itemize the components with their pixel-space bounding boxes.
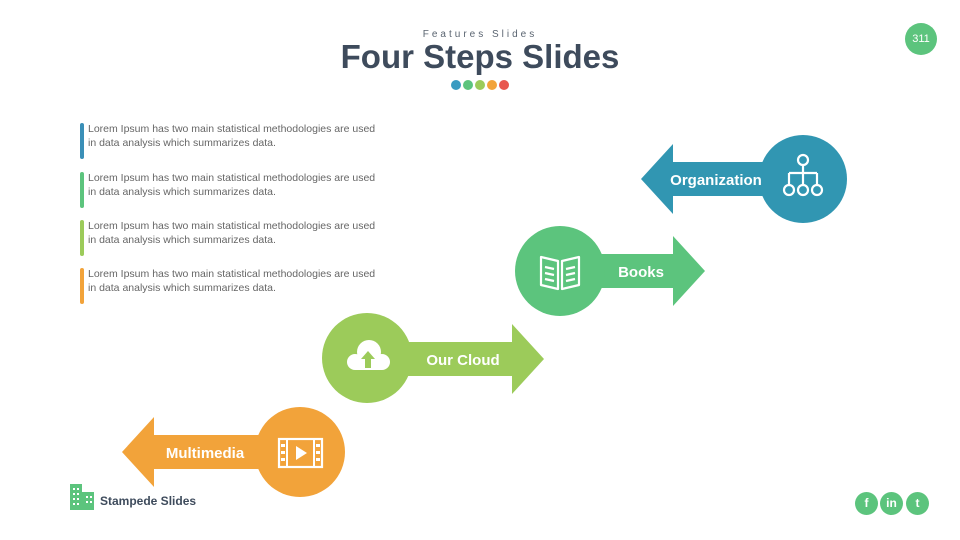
step-our-cloud: Our Cloud: [322, 313, 544, 403]
step-multimedia: Multimedia: [122, 407, 345, 497]
slide-subtitle: Features Slides: [422, 29, 538, 40]
step-label: Multimedia: [166, 445, 245, 462]
step-label: Organization: [670, 172, 762, 189]
twitter-icon[interactable]: t: [906, 492, 929, 515]
note-item: Lorem Ipsum has two main statistical met…: [80, 218, 380, 256]
step-circle: [515, 226, 605, 316]
facebook-icon[interactable]: f: [855, 492, 878, 515]
note-accent-bar: [80, 268, 84, 304]
note-text: Lorem Ipsum has two main statistical met…: [88, 123, 376, 149]
cloud-upload-icon: [347, 340, 390, 370]
color-dot: [451, 80, 461, 90]
book-icon: [539, 255, 581, 291]
step-label: Books: [618, 264, 664, 281]
step-arrow: [580, 236, 705, 306]
step-books: Books: [515, 226, 705, 316]
step-arrow: [390, 324, 544, 394]
step-label: Our Cloud: [426, 352, 499, 369]
video-icon: [277, 437, 324, 469]
color-dot: [487, 80, 497, 90]
building-logo-icon: [70, 484, 94, 510]
page-number-badge: 311: [905, 23, 937, 55]
note-item: Lorem Ipsum has two main statistical met…: [80, 170, 380, 208]
slide-title: Four Steps Slides: [340, 38, 620, 75]
color-dot: [463, 80, 473, 90]
note-accent-bar: [80, 220, 84, 256]
color-dot: [499, 80, 509, 90]
color-dot: [475, 80, 485, 90]
note-item: Lorem Ipsum has two main statistical met…: [80, 121, 380, 159]
step-organization: Organization: [641, 135, 847, 223]
step-arrow: [122, 417, 280, 487]
hierarchy-icon: [782, 153, 824, 197]
linkedin-icon[interactable]: in: [880, 492, 903, 515]
note-item: Lorem Ipsum has two main statistical met…: [80, 266, 380, 304]
note-text: Lorem Ipsum has two main statistical met…: [88, 268, 376, 294]
brand-name: Stampede Slides: [100, 494, 197, 508]
step-arrow: [641, 144, 780, 214]
color-dots: [451, 80, 509, 90]
note-text: Lorem Ipsum has two main statistical met…: [88, 172, 376, 198]
note-accent-bar: [80, 172, 84, 208]
note-accent-bar: [80, 123, 84, 159]
note-text: Lorem Ipsum has two main statistical met…: [88, 220, 376, 246]
